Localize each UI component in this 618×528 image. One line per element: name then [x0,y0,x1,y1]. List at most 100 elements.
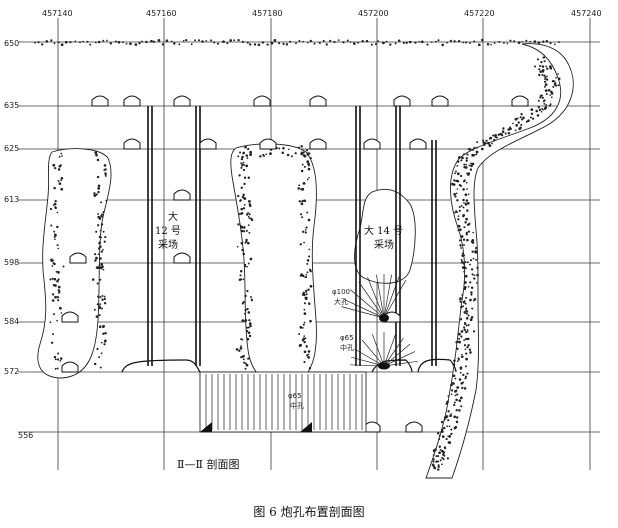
stipple-dot [305,226,308,229]
stipple-dot [555,84,558,87]
stipple-dot [453,401,456,404]
stipple-dot [442,453,445,456]
stipple-dot [64,40,68,44]
stipple-dot [59,306,62,310]
stipple-dot [487,142,490,145]
stipple-dot [303,321,306,324]
stipple-dot [249,153,252,156]
stipple-dot [517,121,520,124]
stipple-dot [451,382,455,385]
stipple-dot [96,303,99,306]
drift-arch [91,95,109,107]
stipple-dot [452,374,456,378]
stipple-dot [543,56,546,59]
stipple-dot [476,282,478,284]
stipple-dot [59,360,62,362]
stipple-dot [385,40,388,43]
stipple-dot [501,134,504,137]
stipple-dot [97,253,100,256]
stipple-dot [309,39,312,43]
stipple-dot [97,187,100,190]
stipple-dot [447,410,450,413]
stipple-dot [534,65,537,68]
stipple-dot [210,39,213,42]
stipple-dot [242,230,246,233]
stipple-dot [462,381,465,384]
stipple-dot [544,83,548,86]
stipple-dot [463,326,466,329]
stipple-dot [435,460,438,463]
stipple-dot [439,448,442,451]
stipple-dot [100,250,104,253]
stipple-dot [542,100,545,103]
stipple-dot [273,39,277,42]
stipple-dot [538,68,541,71]
stipple-dot [455,341,458,344]
stipple-dot [100,236,103,239]
stipple-dot [55,270,58,273]
stipple-dot [482,139,485,142]
drift-arch [363,138,381,150]
stipple-dot [100,307,103,310]
stipple-dot [466,329,469,331]
blasthole-line [383,343,411,367]
stipple-dot [98,236,101,238]
stipple-dot [464,261,467,264]
stipple-dot [93,362,97,366]
stipple-dot [465,357,468,361]
stipple-dot [420,40,424,44]
stipple-dot [472,148,475,151]
stipple-dot [448,441,452,444]
stipple-dot [246,265,248,268]
stipple-dot [361,39,364,43]
stipple-dot [477,43,481,47]
stipple-dot [245,363,249,367]
stipple-dot [304,276,307,279]
stipple-dot [539,94,542,97]
stipple-dot [242,168,246,172]
stipple-dot [303,293,306,297]
stipple-dot [49,321,52,324]
stipple-dot [472,231,475,234]
stipple-dot [51,293,55,296]
stipple-dot [248,322,252,325]
stipple-dot [233,39,236,42]
stipple-dot [243,226,246,229]
stipple-dot [56,244,59,247]
stipple-dot [473,297,477,301]
stipple-dot [222,40,225,44]
stipple-dot [245,213,249,216]
stipple-dot [533,40,537,43]
stipple-dot [239,274,242,277]
stipple-dot [352,42,356,45]
stipple-dot [450,389,454,392]
stipple-dot [463,243,465,246]
stipple-dot [469,148,472,151]
stipple-dot [529,116,532,119]
stipple-dot [248,213,251,216]
stipple-dot [241,164,243,167]
stipple-dot [53,202,57,206]
stipple-dot [248,231,251,234]
stipple-dot [52,204,55,206]
stipple-dot [433,450,436,453]
stipple-dot [447,395,450,398]
stipple-dot [245,164,249,168]
stipple-dot [475,246,478,250]
stipple-dot [470,162,472,165]
stipple-dot [94,151,98,155]
stipple-dot [313,42,316,45]
stipple-dot [170,40,173,43]
blasthole-line [358,281,385,319]
stipple-dot [240,229,244,233]
stipple-dot [57,168,61,171]
stipple-dot [54,206,57,209]
blasthole-collar-upper [379,314,389,322]
stipple-dot [529,40,532,43]
stipple-dot [469,351,472,354]
stipple-dot [266,43,269,46]
stipple-dot [308,248,311,251]
stipple-dot [243,182,246,186]
stipple-dot [553,80,556,83]
stipple-dot [463,153,465,155]
